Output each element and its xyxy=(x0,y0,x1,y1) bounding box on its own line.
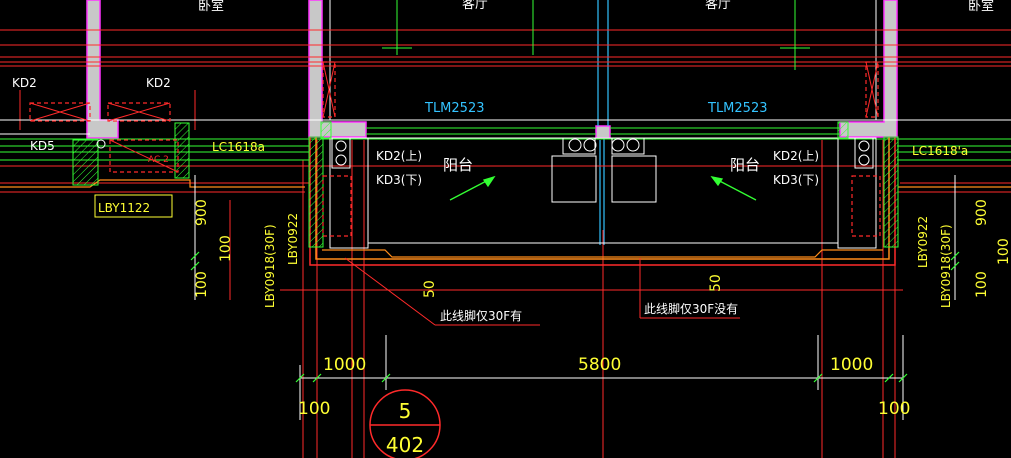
lby0918-label-left: LBY0918(30F) xyxy=(263,224,277,308)
dimension-lines xyxy=(194,175,956,420)
lby1122-label: LBY1122 xyxy=(98,201,150,215)
kd3-down-tag-left: KD3(下) xyxy=(376,173,422,187)
lc-label-right: LC1618'a xyxy=(912,144,968,158)
note-right: 此线脚仅30F没有 xyxy=(644,301,738,316)
ac-tag-left: AC 2 xyxy=(148,155,169,165)
kd3-down-tag-right: KD3(下) xyxy=(773,173,819,187)
room-bedroom-right: 卧室 xyxy=(968,0,994,14)
detail-number: 5 xyxy=(399,399,412,423)
tlm-label-left: TLM2523 xyxy=(424,101,484,116)
detail-sheet: 402 xyxy=(386,433,424,457)
cyan-grid-lines xyxy=(597,0,609,245)
room-living-right: 客厅 xyxy=(705,0,731,12)
dim-100-left-a: 100 xyxy=(218,235,234,262)
insulation-hatch xyxy=(72,121,899,248)
dim-100-right-b: 100 xyxy=(974,271,990,298)
dim-900-right: 900 xyxy=(974,199,990,226)
room-balcony-right: 阳台 xyxy=(730,156,760,174)
lc-label-left: LC1618a xyxy=(212,140,265,154)
room-balcony-left: 阳台 xyxy=(443,156,473,174)
green-lines xyxy=(0,0,1011,161)
kd2-tag-b: KD2 xyxy=(146,76,171,90)
dim-5800: 5800 xyxy=(578,355,621,375)
kd2-tag-a: KD2 xyxy=(12,76,37,90)
kd2-up-tag-right: KD2(上) xyxy=(773,149,819,163)
dim-100-bottom-left: 100 xyxy=(298,399,330,419)
partition-lines xyxy=(329,0,877,120)
note-left: 此线脚仅30F有 xyxy=(440,308,522,323)
ac-cross-marks xyxy=(29,61,879,173)
dim-100-left-b: 100 xyxy=(194,271,210,298)
kd2-up-tag-left: KD2(上) xyxy=(376,149,422,163)
lby1122-box xyxy=(94,194,173,218)
dim-100-bottom-right: 100 xyxy=(878,399,910,419)
lby0918-label-right: LBY0918(30F) xyxy=(939,224,953,308)
dim-900-left: 900 xyxy=(194,199,210,226)
dim-50-left: 50 xyxy=(422,280,438,298)
lby0922-label-right: LBY0922 xyxy=(916,216,930,268)
dim-1000-left: 1000 xyxy=(323,355,366,375)
lby0922-label-left: LBY0922 xyxy=(286,213,300,265)
ac-units xyxy=(29,61,881,237)
fixtures xyxy=(96,137,874,203)
detail-marker xyxy=(369,389,441,458)
room-bedroom-left: 卧室 xyxy=(198,0,224,14)
wall-center-post xyxy=(595,125,611,139)
white-frame-lines xyxy=(0,119,1011,249)
room-living-left: 客厅 xyxy=(462,0,488,12)
kd5-tag: KD5 xyxy=(30,139,55,153)
dimension-ticks xyxy=(190,251,960,383)
dim-1000-right: 1000 xyxy=(830,355,873,375)
dim-100-right-a: 100 xyxy=(996,238,1011,265)
red-axis-lines xyxy=(0,29,1011,458)
leader-lines xyxy=(229,200,903,326)
slope-arrows xyxy=(449,175,757,201)
tlm-label-right: TLM2523 xyxy=(707,101,767,116)
dim-50-right: 50 xyxy=(708,274,724,292)
